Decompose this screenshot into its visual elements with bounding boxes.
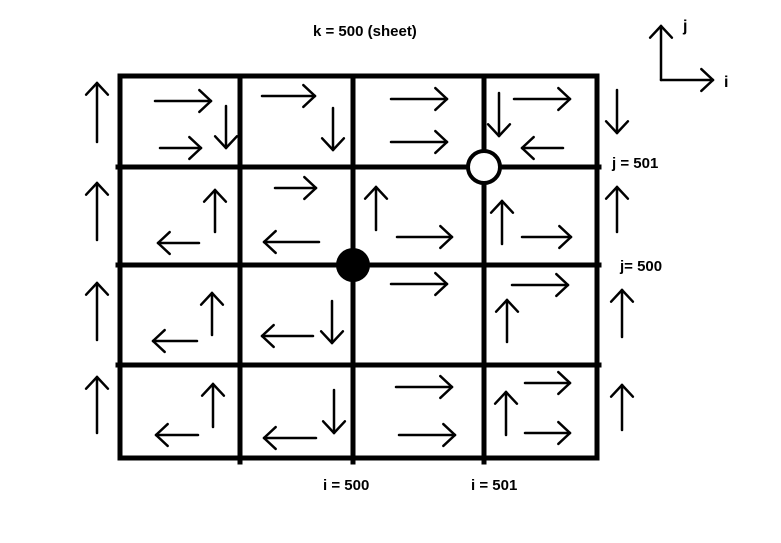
arrow-icon	[512, 86, 572, 112]
arrow-icon	[202, 188, 228, 234]
arrow-icon	[609, 383, 635, 432]
sheet-title: k = 500 (sheet)	[313, 23, 417, 40]
arrow-icon	[84, 281, 110, 342]
arrow-icon	[262, 229, 321, 255]
label-j-501: j = 501	[612, 155, 659, 172]
arrow-icon	[397, 422, 457, 448]
arrow-icon	[156, 230, 201, 256]
arrow-icon	[260, 83, 317, 109]
arrow-icon	[659, 67, 715, 93]
arrow-icon	[273, 175, 318, 201]
arrow-icon	[486, 91, 512, 138]
arrow-icon	[260, 323, 315, 349]
label-j-500: j= 500	[620, 258, 663, 275]
arrow-icon	[200, 382, 226, 429]
arrow-icon	[319, 299, 345, 345]
arrow-icon	[154, 422, 200, 448]
arrow-icon	[320, 106, 346, 152]
arrow-icon	[84, 81, 110, 144]
arrow-icon	[84, 181, 110, 242]
arrow-icon	[494, 298, 520, 344]
arrow-icon	[604, 88, 630, 135]
arrow-icon	[389, 129, 449, 155]
arrow-icon	[389, 86, 449, 112]
arrow-icon	[520, 135, 565, 161]
arrow-icon	[158, 135, 203, 161]
arrow-icon	[395, 224, 454, 250]
arrow-icon	[262, 425, 318, 451]
arrow-icon	[489, 199, 515, 246]
arrow-icon	[84, 375, 110, 435]
arrow-icon	[609, 288, 635, 339]
arrow-icon	[520, 224, 573, 250]
open-node-marker	[466, 149, 502, 185]
arrow-icon	[394, 374, 454, 400]
arrow-icon	[510, 272, 570, 298]
arrow-icon	[604, 185, 630, 234]
arrow-icon	[321, 388, 347, 435]
axis-label-i: i	[724, 74, 729, 91]
label-i-501: i = 501	[471, 477, 518, 494]
arrow-icon	[389, 271, 449, 297]
arrow-icon	[523, 420, 572, 446]
arrow-icon	[648, 24, 674, 82]
arrow-icon	[363, 185, 389, 232]
arrow-icon	[213, 104, 239, 150]
filled-node-marker	[336, 248, 370, 282]
arrow-icon	[151, 328, 199, 354]
arrow-icon	[523, 370, 572, 396]
axis-label-j: j	[683, 18, 688, 35]
label-i-500: i = 500	[323, 477, 370, 494]
arrow-icon	[153, 88, 213, 114]
arrow-icon	[493, 390, 519, 437]
arrow-icon	[199, 291, 225, 337]
